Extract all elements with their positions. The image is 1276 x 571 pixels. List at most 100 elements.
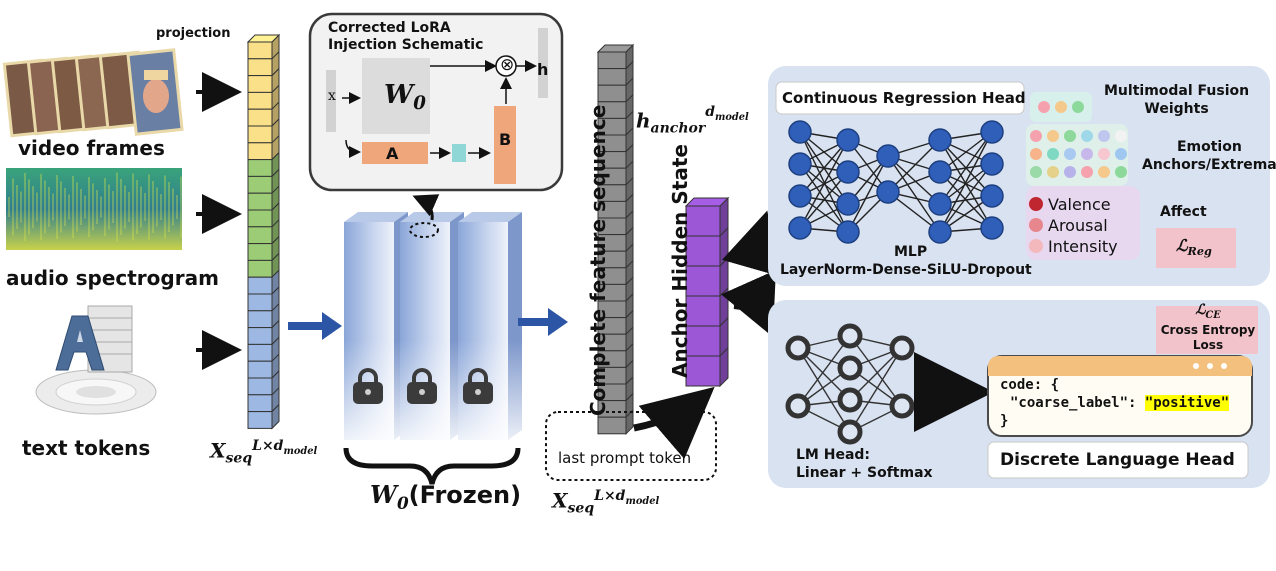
mlp-node <box>788 216 812 240</box>
affect-item: Arousal <box>1048 216 1108 235</box>
mlp-network <box>788 120 1004 244</box>
blue-arrow-to-sequence <box>518 308 568 336</box>
lora-schematic <box>308 12 564 192</box>
lm-node <box>837 355 863 381</box>
last-prompt-token-label: last prompt token <box>558 449 692 467</box>
video-frames-label: video frames <box>18 136 165 160</box>
mlp-node <box>788 120 812 144</box>
frozen-pillar <box>400 212 464 440</box>
coarse-label-value: "positive" <box>1144 395 1230 411</box>
frozen-brace <box>343 447 521 485</box>
regression-head-title: Continuous Regression Head <box>782 89 1026 107</box>
xseq-cell <box>247 84 280 111</box>
feature-cell <box>597 126 634 153</box>
lock-icon <box>407 368 437 404</box>
mlp-node <box>836 128 860 152</box>
text-tokens-label: text tokens <box>22 436 151 460</box>
mlp-subtitle: LayerNorm-Dense-SiLU-Dropout <box>780 262 1032 278</box>
mlp-node <box>928 192 952 216</box>
projection-label: projection <box>156 26 231 41</box>
mlp-node <box>788 184 812 208</box>
mlp-node <box>836 160 860 184</box>
anchor-cell <box>685 346 729 388</box>
audio-spectrogram-label: audio spectrogram <box>6 266 219 290</box>
lora-otimes-label: ⊗ <box>500 55 515 75</box>
xseq-cell <box>247 100 280 128</box>
affect-items: Valence Arousal Intensity <box>1048 194 1118 257</box>
lm-node <box>889 393 915 419</box>
xseq-cell <box>247 403 280 430</box>
lora-x-label: x <box>328 88 336 104</box>
lora-a-label: A <box>386 144 399 163</box>
b-matrix <box>494 106 516 184</box>
mlp-node <box>836 192 860 216</box>
feature-cell <box>597 143 634 170</box>
lm-node <box>785 393 811 419</box>
lora-w0-label: W0 <box>384 80 426 115</box>
complete-sequence-label: Complete feature sequence <box>586 104 610 416</box>
mlp-node <box>788 152 812 176</box>
language-head-panel <box>768 300 1270 488</box>
mlp-node <box>980 152 1004 176</box>
xseq-cell <box>247 67 280 94</box>
feature-sequence-column <box>596 43 635 436</box>
xseq-cell <box>247 151 280 178</box>
language-head-title: Discrete Language Head <box>1000 450 1235 470</box>
regression-head-panel <box>768 66 1270 286</box>
frozen-pillar <box>458 212 522 440</box>
text-tokens-image <box>35 305 157 415</box>
mlp-node <box>928 220 952 244</box>
audio-spectrogram-image <box>6 168 182 250</box>
lm-node <box>837 323 863 349</box>
xseq-math-label: XseqL×dmodel <box>210 438 318 467</box>
mlp-node <box>980 216 1004 240</box>
affect-list-box <box>1026 186 1140 260</box>
affect-item: Intensity <box>1048 237 1118 256</box>
anchor-to-language-arrow <box>721 269 776 337</box>
h-anchor-label: hanchordmodel <box>636 104 749 137</box>
lm-node <box>889 335 915 361</box>
lm-node <box>785 335 811 361</box>
affect-item: Valence <box>1048 195 1111 214</box>
lora-injection-point <box>409 222 439 238</box>
frozen-pillar <box>344 212 408 440</box>
xseq-column <box>246 33 281 430</box>
code-output-text: code: { "coarse_label": "positive" } <box>1000 377 1230 429</box>
feature-cell <box>597 76 634 104</box>
a-matrix <box>362 142 428 164</box>
lora-b-label: B <box>499 130 512 149</box>
mlp-node <box>980 184 1004 208</box>
xseq-cell <box>247 117 280 145</box>
regression-loss-box <box>1156 228 1236 268</box>
mlp-node <box>928 160 952 184</box>
last-token-arrow <box>633 386 715 460</box>
mlp-node <box>928 128 952 152</box>
lock-icon <box>353 368 383 404</box>
xseq-math-label-2: XseqL×dmodel <box>552 488 660 517</box>
ce-loss-label: ℒCE Cross Entropy Loss <box>1160 302 1256 352</box>
lora-link-arrow <box>412 194 440 221</box>
mlp-node <box>980 120 1004 144</box>
lm-node <box>837 387 863 413</box>
xseq-cell <box>246 33 281 61</box>
lm-head-network <box>785 323 915 445</box>
anchor-cell <box>684 196 730 238</box>
mlp-node <box>836 220 860 244</box>
feature-cell <box>596 43 635 70</box>
regression-loss-label: ℒReg <box>1176 236 1212 259</box>
xseq-cell <box>247 369 280 397</box>
ce-loss-box <box>1156 306 1258 354</box>
mlp-title: MLP <box>894 244 928 260</box>
low-rank-vector <box>452 144 466 162</box>
mlp-node <box>876 144 900 168</box>
feature-cell <box>597 93 634 120</box>
video-frames-image <box>2 48 184 138</box>
anchor-hidden-state-column <box>684 196 730 388</box>
lm-head-label: LM Head:Linear + Softmax <box>796 447 933 481</box>
w0-matrix <box>362 58 430 134</box>
anchor-hidden-state-label: Anchor Hidden State <box>668 144 692 378</box>
